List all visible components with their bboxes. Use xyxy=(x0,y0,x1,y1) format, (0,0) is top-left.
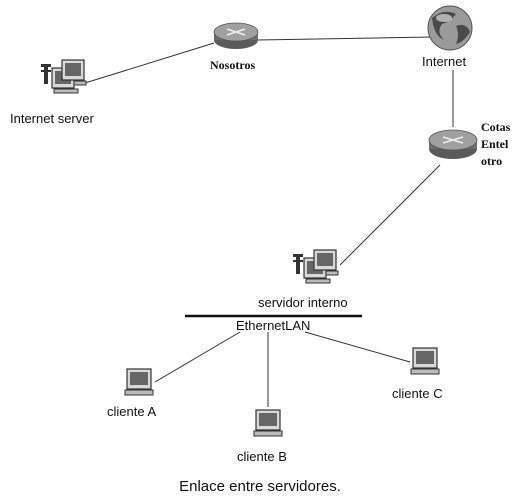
link-isp-servidor xyxy=(339,164,441,266)
link-lan-cliente-c xyxy=(304,331,411,363)
internet-server-label: Internet server xyxy=(10,111,94,126)
computer-icon xyxy=(124,368,154,396)
isp-label-line-1: Cotas xyxy=(481,120,511,134)
cliente-a-label: cliente A xyxy=(107,404,156,419)
ethernet-label: EthernetLAN xyxy=(236,318,310,333)
router-icon xyxy=(428,129,478,159)
server-icon xyxy=(41,59,87,94)
nosotros-label: Nosotros xyxy=(210,58,255,72)
cliente-c-label: cliente C xyxy=(392,386,443,401)
isp-label-line-3: otro xyxy=(481,154,502,168)
servidor-interno-label: servidor interno xyxy=(258,295,348,310)
link-lan-cliente-a xyxy=(154,331,241,383)
link-server-nosotros xyxy=(84,42,215,84)
cliente-b-label: cliente B xyxy=(237,449,287,464)
internet-label: Internet xyxy=(422,54,466,69)
server-icon xyxy=(293,249,339,284)
figure-caption: Enlace entre servidores. xyxy=(179,478,341,495)
globe-icon xyxy=(427,5,473,51)
isp-label-line-2: Entel xyxy=(481,137,509,151)
computer-icon xyxy=(410,347,440,375)
link-nosotros-internet xyxy=(257,36,433,41)
computer-icon xyxy=(253,409,283,437)
router-icon xyxy=(213,22,259,49)
